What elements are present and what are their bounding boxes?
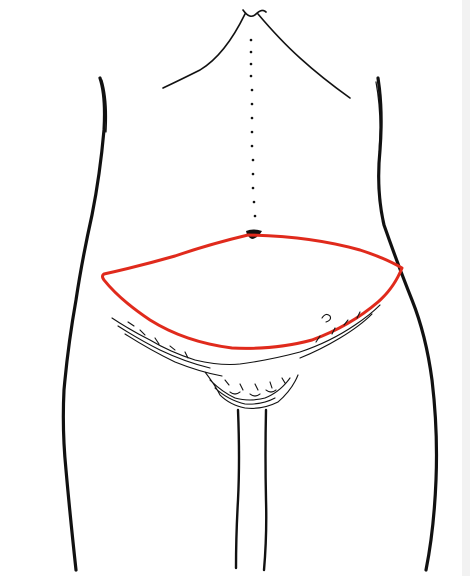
page-edge [462, 0, 470, 576]
dotted-midline [250, 39, 257, 218]
chin-outline [163, 10, 350, 98]
right-torso-outline [376, 78, 437, 570]
left-torso-outline [63, 78, 106, 570]
excision-marking [103, 235, 403, 348]
leg-outlines [236, 410, 266, 570]
